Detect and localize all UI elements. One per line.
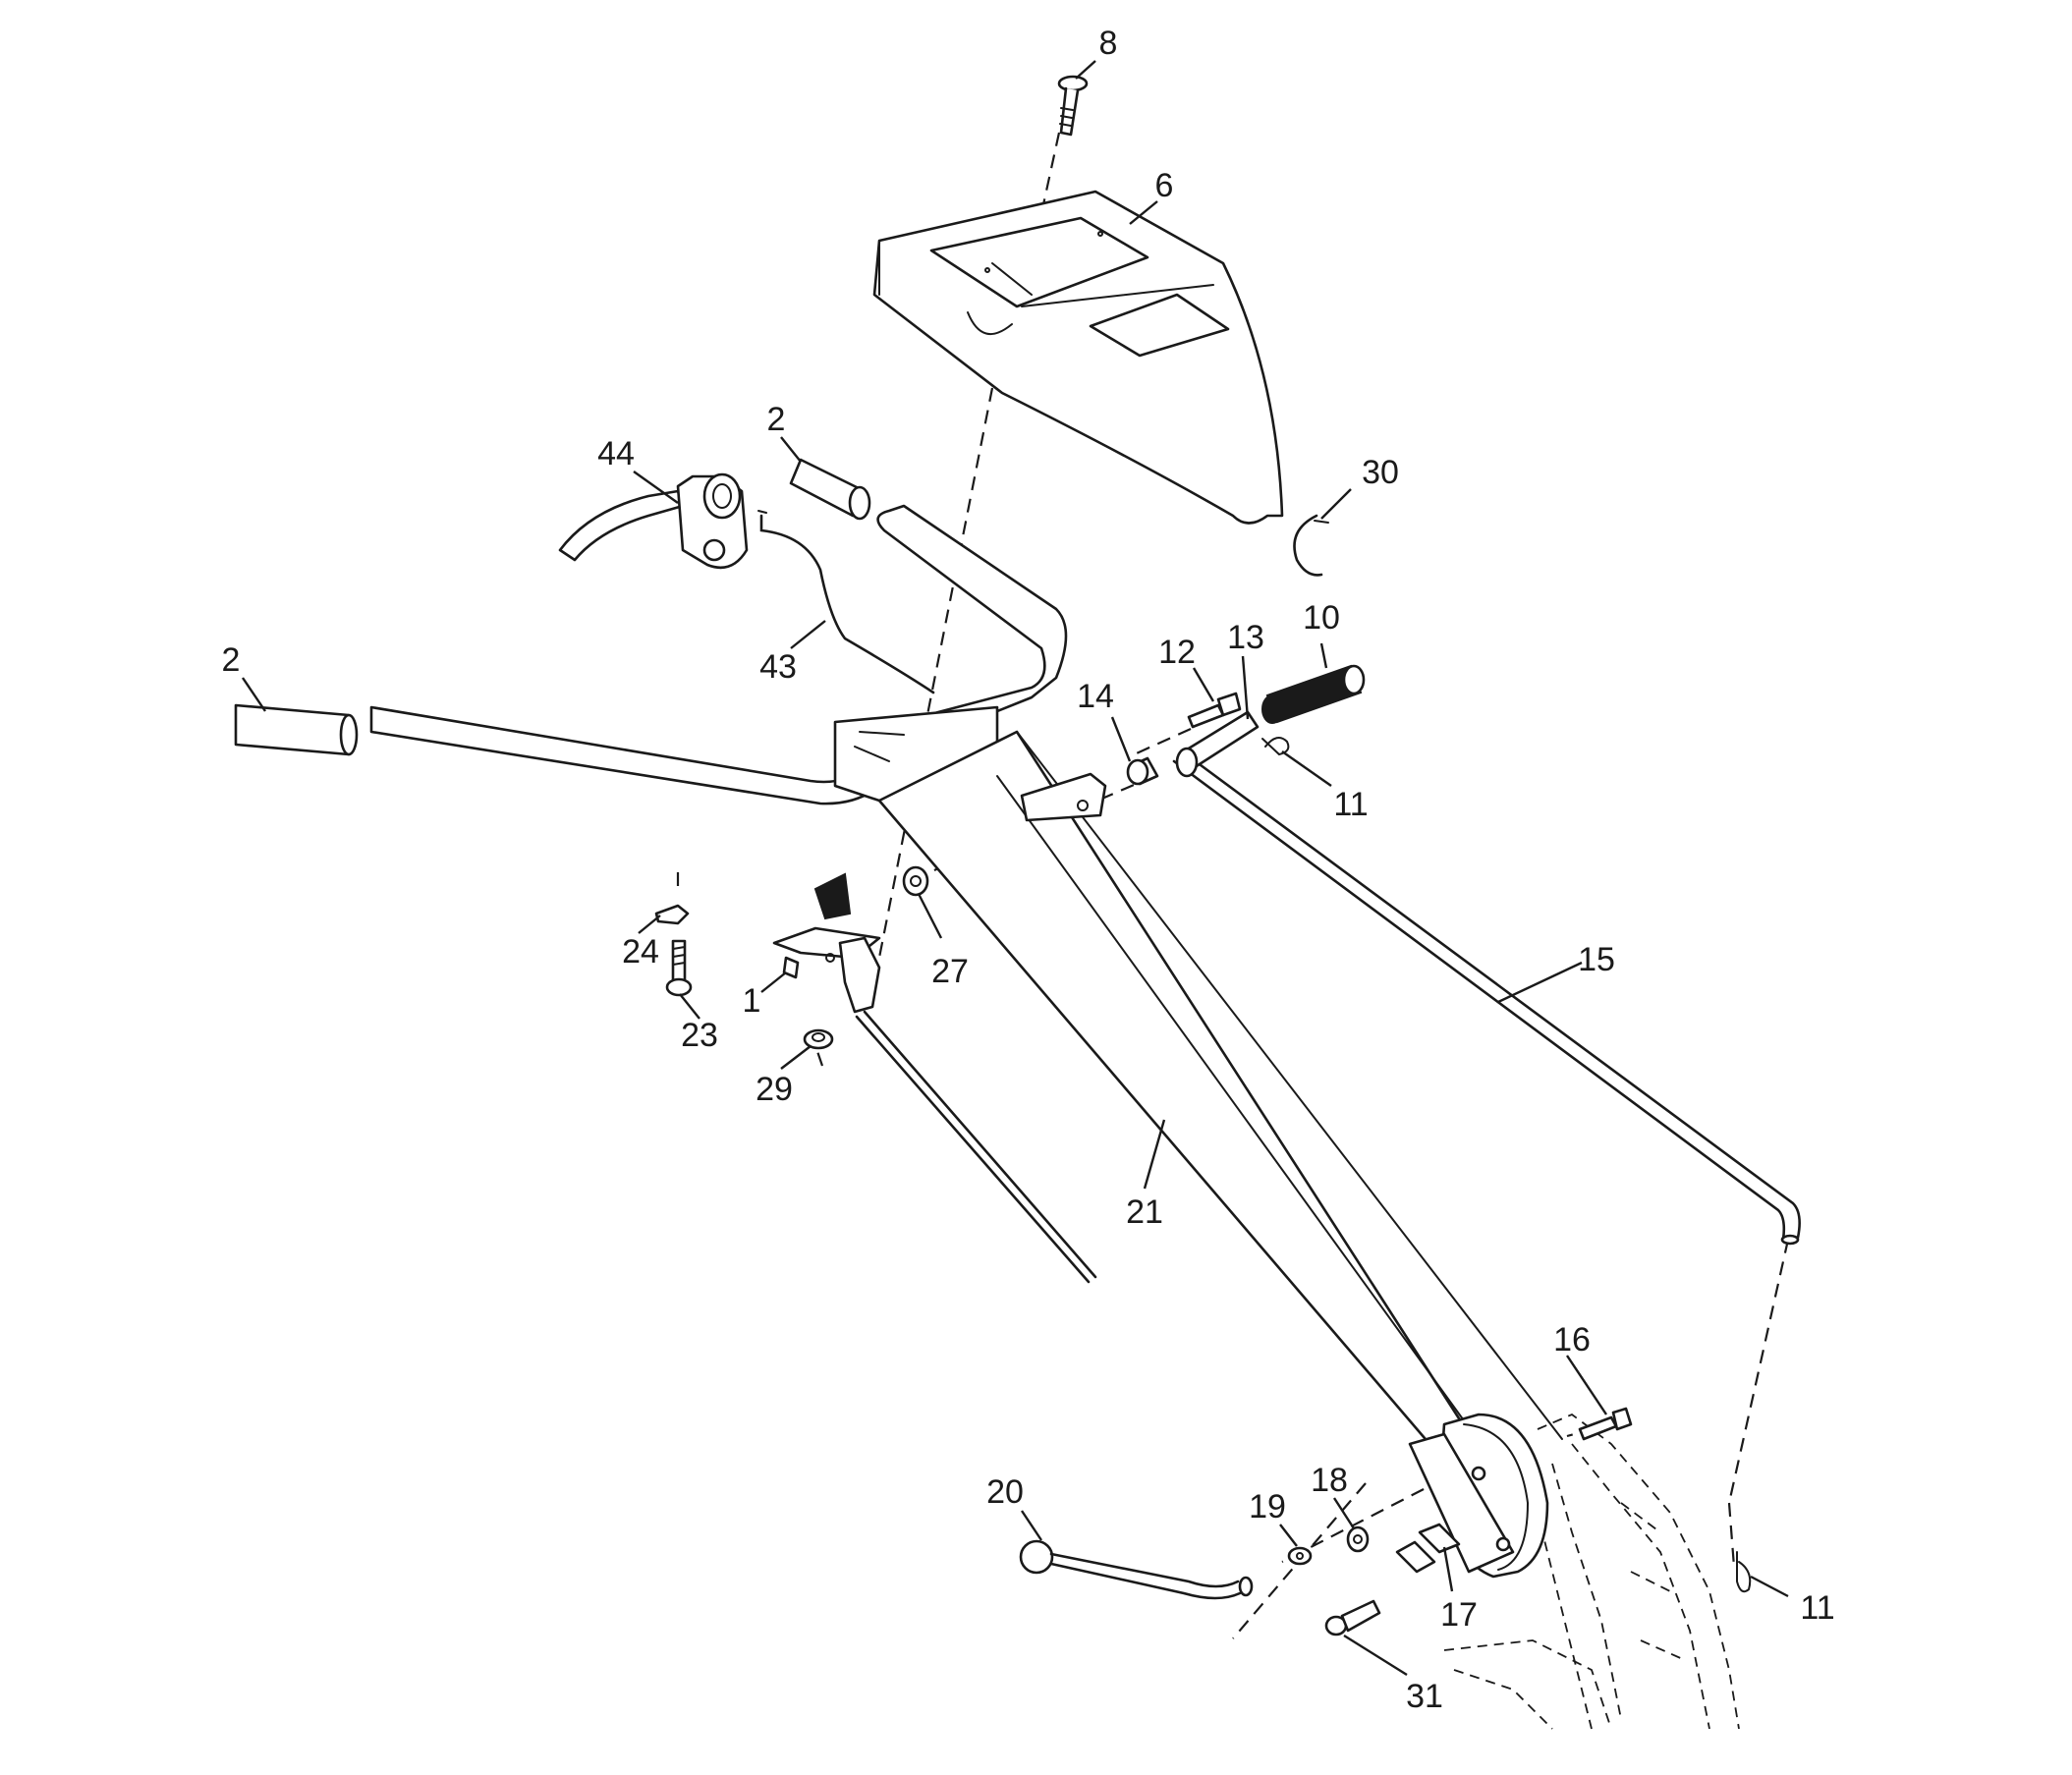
- leader-lines: [242, 60, 1789, 1677]
- nut-29: [803, 1028, 834, 1050]
- clip-30: [1293, 514, 1329, 577]
- bolt-12: [1187, 692, 1242, 729]
- callout-14: 14: [1077, 678, 1114, 715]
- callout-1: 1: [743, 982, 761, 1020]
- callout-16: 16: [1553, 1321, 1591, 1359]
- callout-30: 30: [1362, 454, 1399, 491]
- handle-bracket: [1020, 772, 1107, 822]
- bolt-31: [1324, 1599, 1381, 1636]
- washer-19: [1287, 1546, 1313, 1566]
- throttle-bracket-1: [772, 872, 881, 1014]
- callout-10: 10: [1303, 599, 1340, 637]
- callout-27: 27: [931, 953, 969, 990]
- bolt-16: [1578, 1407, 1633, 1441]
- callout-8: 8: [1099, 25, 1118, 62]
- shift-lever-13: [1175, 710, 1260, 778]
- callout-15: 15: [1578, 941, 1615, 978]
- shift-grip-10: [1261, 664, 1366, 724]
- nut-27: [902, 865, 929, 897]
- callout-2-upper: 2: [767, 401, 786, 438]
- callout-18: 18: [1311, 1462, 1348, 1499]
- lever-20: [1019, 1539, 1254, 1600]
- callout-44: 44: [597, 435, 635, 472]
- grip-2-upper: [789, 458, 871, 521]
- clutch-cable-43: [757, 510, 935, 694]
- clutch-lever-44: [558, 472, 749, 570]
- handle-tube-21: [833, 705, 1563, 1520]
- callout-12: 12: [1158, 634, 1196, 671]
- grip-2-left: [234, 703, 359, 756]
- callout-24: 24: [622, 933, 659, 971]
- hairpin-11-lower: [1736, 1551, 1752, 1593]
- dash-panel-cover: [872, 190, 1284, 525]
- callout-labels: 8 6 2 44 30 2 43 10 12 13 14 11 24 27 15…: [222, 25, 1835, 1715]
- clip-24: [654, 904, 690, 925]
- shift-rod-15: [1172, 754, 1801, 1246]
- callout-23: 23: [681, 1017, 718, 1054]
- spacer-14: [1126, 756, 1159, 786]
- lower-bracket-plates: [1408, 1413, 1549, 1579]
- pads-17: [1395, 1523, 1461, 1574]
- callout-20: 20: [986, 1473, 1024, 1511]
- callout-31: 31: [1406, 1678, 1443, 1715]
- callout-6: 6: [1155, 167, 1174, 204]
- callout-17: 17: [1440, 1596, 1478, 1634]
- nut-18: [1346, 1525, 1370, 1553]
- callout-43: 43: [759, 648, 797, 686]
- callout-29: 29: [756, 1071, 793, 1108]
- callout-19: 19: [1249, 1488, 1286, 1525]
- callout-11-lower: 11: [1800, 1589, 1834, 1627]
- screw-8: [1057, 75, 1089, 137]
- lever-rod: [855, 1010, 1097, 1284]
- callout-2-left: 2: [222, 641, 241, 679]
- bolt-23: [665, 939, 693, 997]
- callout-21: 21: [1126, 1193, 1163, 1231]
- callout-11-upper: 11: [1333, 786, 1368, 823]
- callout-13: 13: [1227, 619, 1264, 656]
